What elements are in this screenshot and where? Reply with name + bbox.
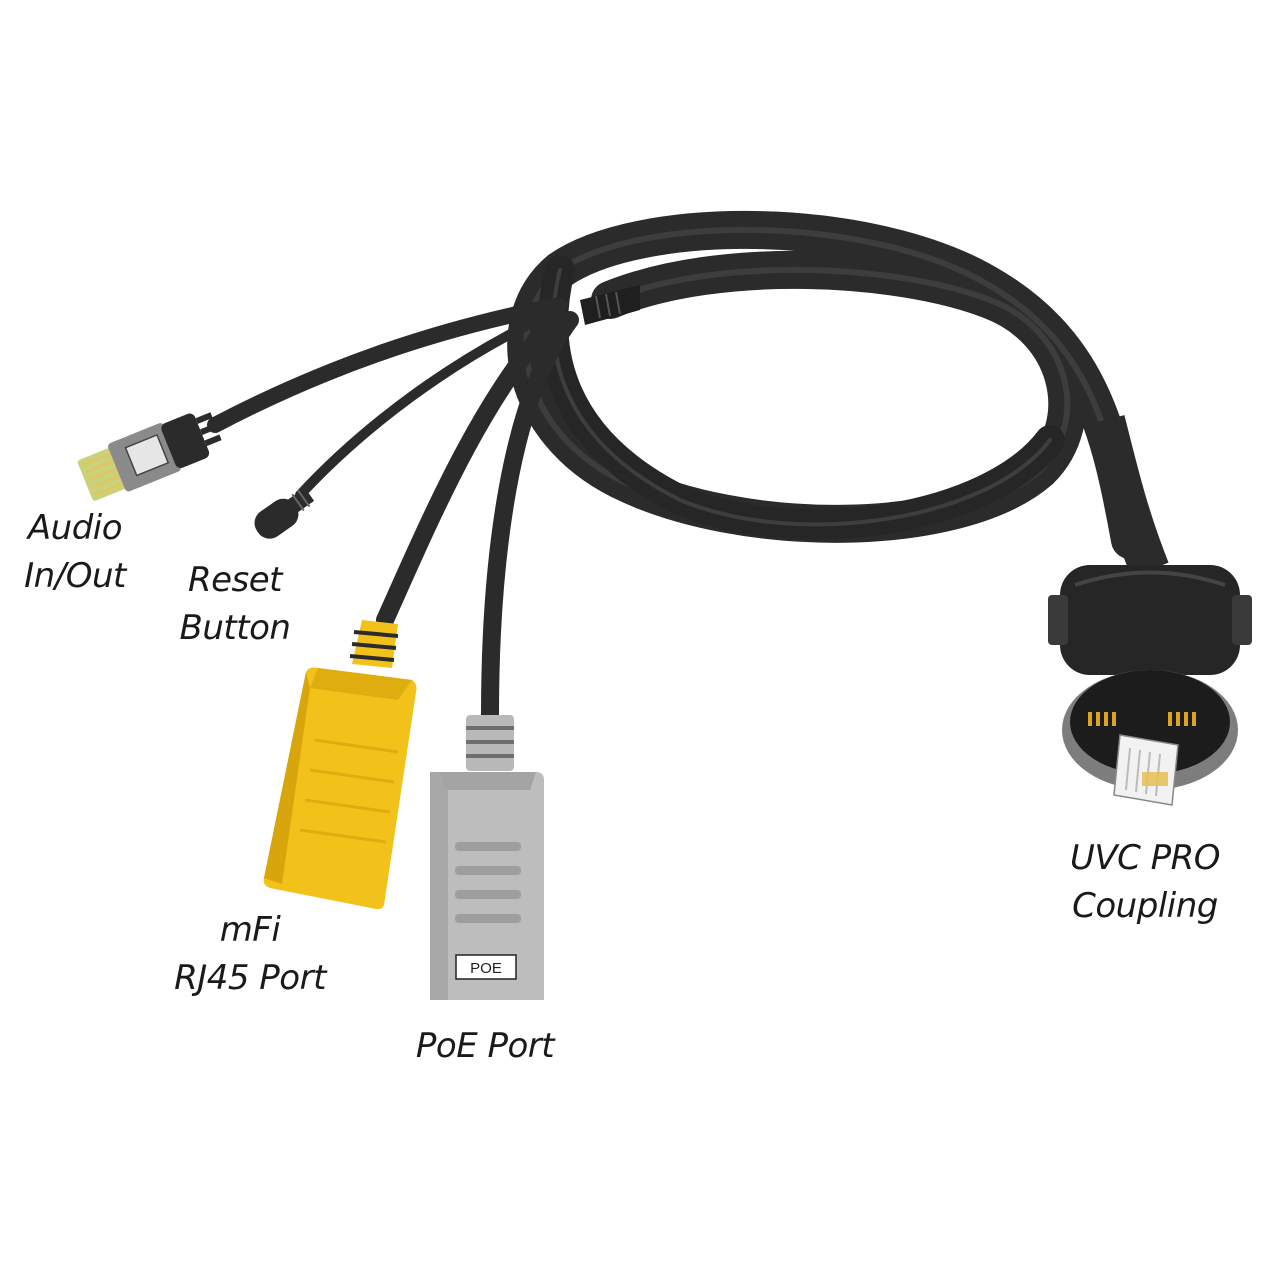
mfi-rj45-connector [263,620,417,910]
uvc-label: UVC PRO Coupling [1069,838,1221,926]
audio-label: Audio In/Out [24,508,126,596]
poe-label: PoE Port [415,1026,555,1066]
poe-tag [455,954,517,980]
poe-rj45-connector: POE [430,715,544,1000]
reset-button-icon [254,487,315,539]
weatherproof-coupling-icon [1048,415,1252,806]
branch-cables [207,297,579,724]
mfi-label: mFi RJ45 Port [174,910,326,998]
reset-label: Reset Button [179,560,291,648]
poe-tag-text: POE [470,960,502,977]
rj45-plug-icon [77,412,222,501]
cable-splitter [580,285,640,325]
main-cable-loop [507,211,1149,559]
